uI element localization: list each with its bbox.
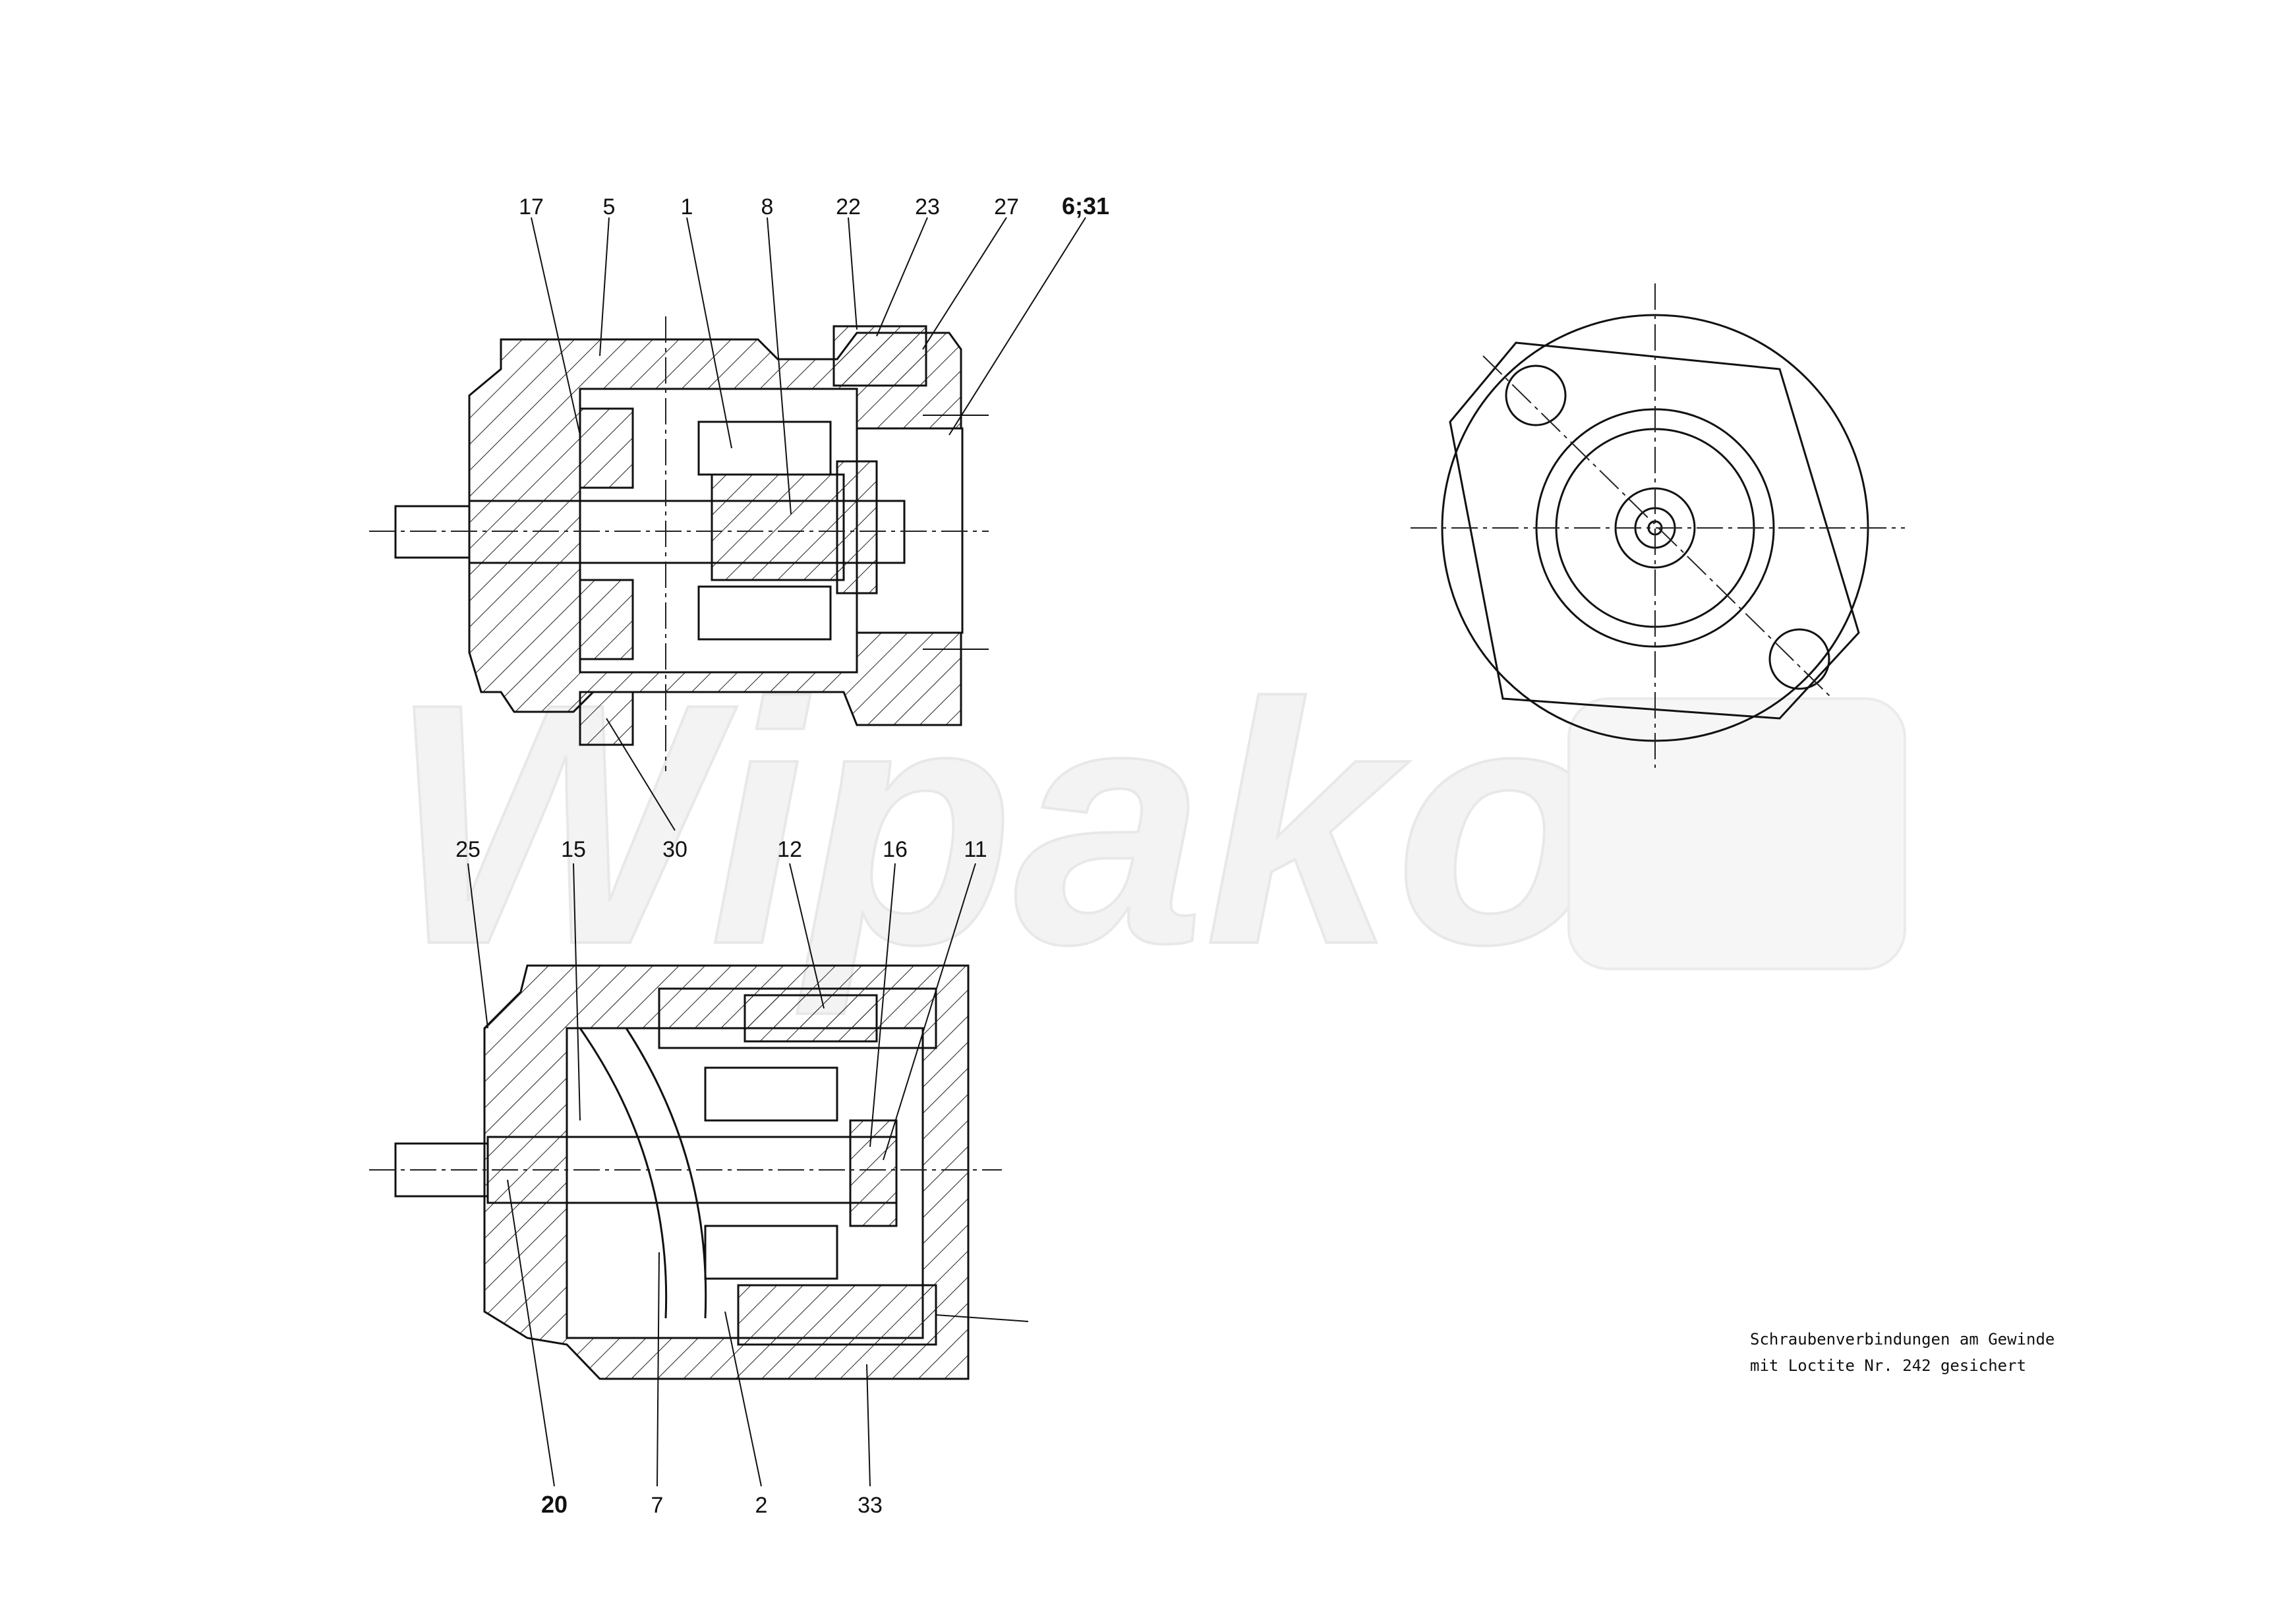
note-line-2: mit Loctite Nr. 242 gesichert (1750, 1356, 2026, 1375)
bottom-section-view (369, 964, 1029, 1380)
part-label: 23 (915, 194, 940, 219)
part-label: 5 (603, 194, 616, 219)
leader-lines (467, 217, 1086, 1487)
part-label: 11 (964, 837, 987, 862)
assembly-note: Schraubenverbindungen am Gewinde mit Loc… (1750, 1330, 2055, 1375)
bottom-view-labels: 25 15 12 16 11 20 7 2 33 (455, 837, 987, 1518)
part-label: 30 (662, 837, 687, 862)
part-label: 15 (561, 837, 586, 862)
top-view-labels: 17 5 1 8 22 23 27 6;31 30 (519, 192, 1109, 862)
part-label: 27 (994, 194, 1019, 219)
part-label: 1 (681, 194, 693, 219)
part-label: 12 (777, 837, 802, 862)
part-label: 25 (455, 837, 481, 862)
part-label: 16 (883, 837, 908, 862)
end-view (1411, 283, 1905, 768)
part-label: 8 (761, 194, 774, 219)
note-line-1: Schraubenverbindungen am Gewinde (1750, 1330, 2055, 1348)
part-label: 22 (836, 194, 861, 219)
part-label: 17 (519, 194, 544, 219)
part-label: 2 (755, 1493, 768, 1518)
part-label: 7 (651, 1493, 664, 1518)
part-label: 20 (541, 1491, 568, 1518)
part-label: 33 (858, 1493, 883, 1518)
part-label: 6;31 (1062, 192, 1109, 219)
top-section-view (369, 316, 989, 771)
